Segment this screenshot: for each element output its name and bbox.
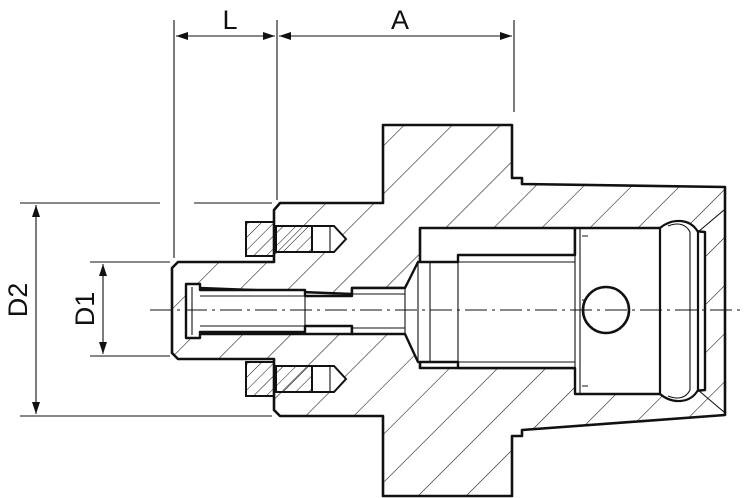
small-bore-lines bbox=[200, 290, 306, 332]
label-D1: D1 bbox=[70, 292, 100, 327]
nose-ring bbox=[185, 284, 193, 338]
dimension-D1: D1 bbox=[70, 261, 170, 357]
large-bore-lines bbox=[417, 255, 575, 368]
dimension-A: A bbox=[279, 5, 515, 112]
mid-bore-lines bbox=[352, 288, 406, 334]
face-details bbox=[582, 235, 588, 387]
upper-screw-shank bbox=[275, 225, 313, 253]
collet-groove bbox=[658, 209, 725, 413]
upper-set-screw bbox=[245, 221, 348, 257]
label-A: A bbox=[391, 5, 409, 35]
inner-bore bbox=[184, 226, 707, 396]
lower-screw-head bbox=[245, 361, 275, 397]
dimension-D2: D2 bbox=[3, 202, 272, 417]
label-D2: D2 bbox=[3, 283, 33, 318]
chamber-lines bbox=[574, 228, 581, 394]
upper-screw-head bbox=[245, 221, 275, 257]
label-L: L bbox=[222, 5, 237, 35]
lower-set-screw bbox=[245, 361, 348, 397]
lower-screw-shank bbox=[275, 365, 313, 393]
dimension-L: L bbox=[173, 5, 278, 258]
